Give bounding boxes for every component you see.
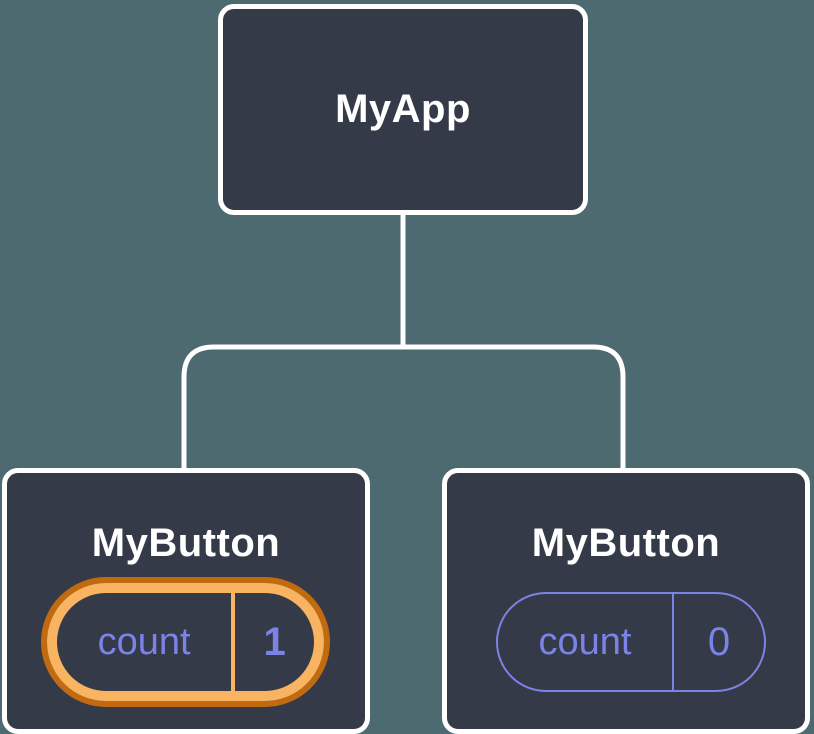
state-pill-inner-ring: count 1 bbox=[47, 583, 324, 701]
branch-line bbox=[181, 344, 626, 471]
state-value: 0 bbox=[707, 619, 731, 664]
tree-node-root: MyApp bbox=[218, 4, 588, 215]
pill-divider bbox=[672, 594, 674, 690]
root-node-label: MyApp bbox=[335, 87, 471, 131]
child-left-label: MyButton bbox=[91, 521, 281, 565]
state-pill-highlighted: count 1 bbox=[41, 577, 330, 707]
state-value: 1 bbox=[263, 619, 286, 664]
tree-node-child-right: MyButton count 0 bbox=[442, 468, 810, 734]
pill-divider bbox=[231, 593, 236, 691]
state-key-label: count bbox=[97, 620, 191, 663]
child-right-label: MyButton bbox=[531, 521, 721, 565]
state-key-label: count bbox=[538, 620, 632, 663]
state-pill-plain: count 0 bbox=[496, 592, 766, 692]
tree-node-child-left: MyButton count 1 bbox=[2, 468, 370, 734]
